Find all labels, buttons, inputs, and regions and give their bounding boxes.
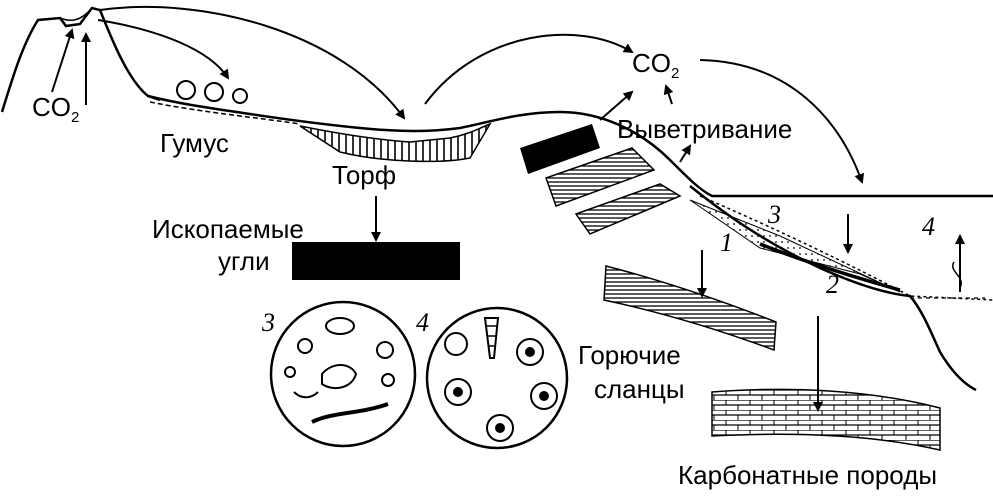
land-surface bbox=[147, 80, 993, 198]
sea-number-4: 4 bbox=[922, 212, 935, 241]
sea-number-1: 1 bbox=[720, 228, 733, 257]
co2-right-text: CO bbox=[632, 48, 671, 78]
sea-number-3: 3 bbox=[768, 200, 781, 229]
volcano bbox=[0, 6, 161, 113]
fossil-coal-label-line1: Ископаемые bbox=[152, 214, 304, 244]
co2-left-text: CO bbox=[32, 92, 71, 122]
carbonates-label: Карбонатные породы bbox=[678, 460, 938, 490]
peat-label: Торф bbox=[332, 160, 397, 190]
volcano-co2-arrows bbox=[51, 28, 91, 105]
circle-number-3: 3 bbox=[262, 308, 275, 337]
weathering-co2-arrows bbox=[599, 84, 692, 163]
co2-label-weathering: CO2 bbox=[632, 48, 679, 82]
circle-number-4: 4 bbox=[416, 308, 429, 337]
cycle-arrows bbox=[97, 5, 865, 184]
co2-label-volcano: CO2 bbox=[32, 92, 79, 126]
sea-number-2: 2 bbox=[826, 270, 839, 299]
carbonate-layer bbox=[711, 388, 941, 451]
strata-outcrop bbox=[520, 124, 682, 235]
microfossil-circle-3 bbox=[269, 300, 417, 448]
bushes bbox=[176, 80, 248, 104]
oil-shale-label-line2: сланцы bbox=[594, 374, 685, 404]
oil-shale-layer bbox=[603, 265, 777, 352]
weathering-label: Выветривание bbox=[617, 114, 793, 144]
co2-left-subscript: 2 bbox=[71, 109, 80, 127]
oil-shale-label-line1: Горючие bbox=[578, 340, 681, 370]
fossil-coal-label-line2: угли bbox=[218, 246, 270, 276]
sea-basin bbox=[689, 185, 993, 392]
sea-arrows bbox=[843, 214, 965, 292]
peat-bog bbox=[299, 122, 492, 163]
humus-label: Гумус bbox=[160, 128, 229, 158]
co2-right-subscript: 2 bbox=[671, 65, 680, 83]
fossil-coal-layer bbox=[292, 242, 460, 280]
microfossil-circle-4 bbox=[425, 306, 569, 450]
